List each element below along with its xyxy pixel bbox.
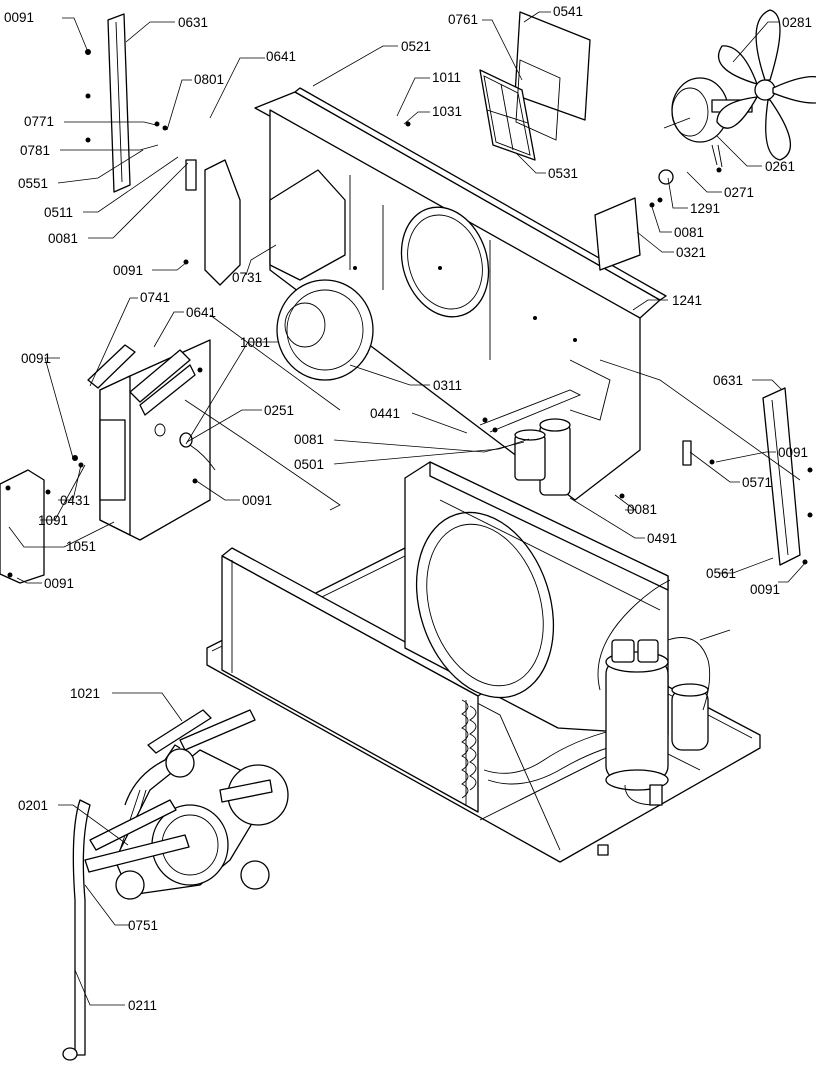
label-0781: 0781: [20, 143, 50, 158]
blower-wheel: [276, 279, 374, 381]
label-0091: 0091: [242, 493, 272, 508]
label-1291: 1291: [690, 201, 720, 216]
label-0081: 0081: [48, 231, 78, 246]
part-labels: 0091 0631 0641 0521 0761 0541 0281 0801 …: [4, 4, 812, 1013]
label-0731: 0731: [232, 270, 262, 285]
right-rail: [762, 387, 801, 566]
label-0281: 0281: [782, 15, 812, 30]
control-box: [87, 339, 216, 541]
leader-lines: [8, 11, 807, 1006]
label-0531: 0531: [548, 166, 578, 181]
label-0741: 0741: [140, 290, 170, 305]
label-0081: 0081: [674, 225, 704, 240]
label-0091: 0091: [21, 351, 51, 366]
label-0511: 0511: [44, 205, 73, 220]
label-1031: 1031: [432, 104, 462, 119]
label-0771: 0771: [24, 114, 54, 129]
label-0761: 0761: [448, 12, 478, 27]
label-0571: 0571: [742, 475, 772, 490]
terminal-box: [0, 469, 45, 584]
label-0561: 0561: [706, 566, 736, 581]
label-0211: 0211: [128, 998, 157, 1013]
label-0201: 0201: [18, 798, 48, 813]
label-1241: 1241: [672, 293, 702, 308]
label-0081: 0081: [627, 502, 657, 517]
label-0321: 0321: [676, 245, 706, 260]
label-0271: 0271: [724, 185, 754, 200]
blower-housing: [254, 87, 667, 501]
label-1011: 1011: [432, 70, 461, 85]
label-0261: 0261: [765, 159, 795, 174]
screws: [5, 49, 813, 578]
label-0431: 0431: [60, 493, 90, 508]
label-1021: 1021: [70, 686, 100, 701]
label-0311: 0311: [433, 378, 462, 393]
label-0091: 0091: [778, 445, 808, 460]
condenser-coil: [221, 547, 629, 813]
label-0091: 0091: [44, 576, 74, 591]
label-0631: 0631: [178, 15, 208, 30]
label-0081: 0081: [294, 432, 324, 447]
label-1091: 1091: [38, 513, 68, 528]
fan-blade: [716, 9, 816, 161]
label-0441: 0441: [370, 406, 400, 421]
divider-panel: [269, 169, 346, 281]
label-0091: 0091: [4, 10, 34, 25]
label-0631: 0631: [713, 373, 743, 388]
label-0521: 0521: [401, 39, 431, 54]
compressor: [597, 579, 731, 806]
label-0091: 0091: [750, 582, 780, 597]
left-rail: [107, 13, 131, 193]
left-side-panel: [185, 159, 241, 286]
label-1081: 1081: [240, 335, 270, 350]
label-1051: 1051: [66, 539, 96, 554]
label-0641: 0641: [186, 305, 216, 320]
label-0091: 0091: [113, 263, 143, 278]
label-0751: 0751: [128, 918, 158, 933]
label-0251: 0251: [264, 403, 294, 418]
label-0541: 0541: [553, 4, 583, 19]
capacitor: [514, 418, 571, 496]
label-0501: 0501: [294, 457, 324, 472]
label-0801: 0801: [194, 72, 224, 87]
label-0491: 0491: [647, 531, 677, 546]
motor-bracket: [594, 197, 641, 271]
label-0641: 0641: [266, 49, 296, 64]
filter-assembly: [479, 11, 591, 161]
small-bracket: [682, 440, 692, 466]
condenser-shroud: [404, 461, 669, 736]
washer: [658, 169, 674, 185]
strap: [479, 389, 582, 433]
refrigerant-tubing: [62, 709, 289, 1061]
label-0551: 0551: [18, 176, 48, 191]
